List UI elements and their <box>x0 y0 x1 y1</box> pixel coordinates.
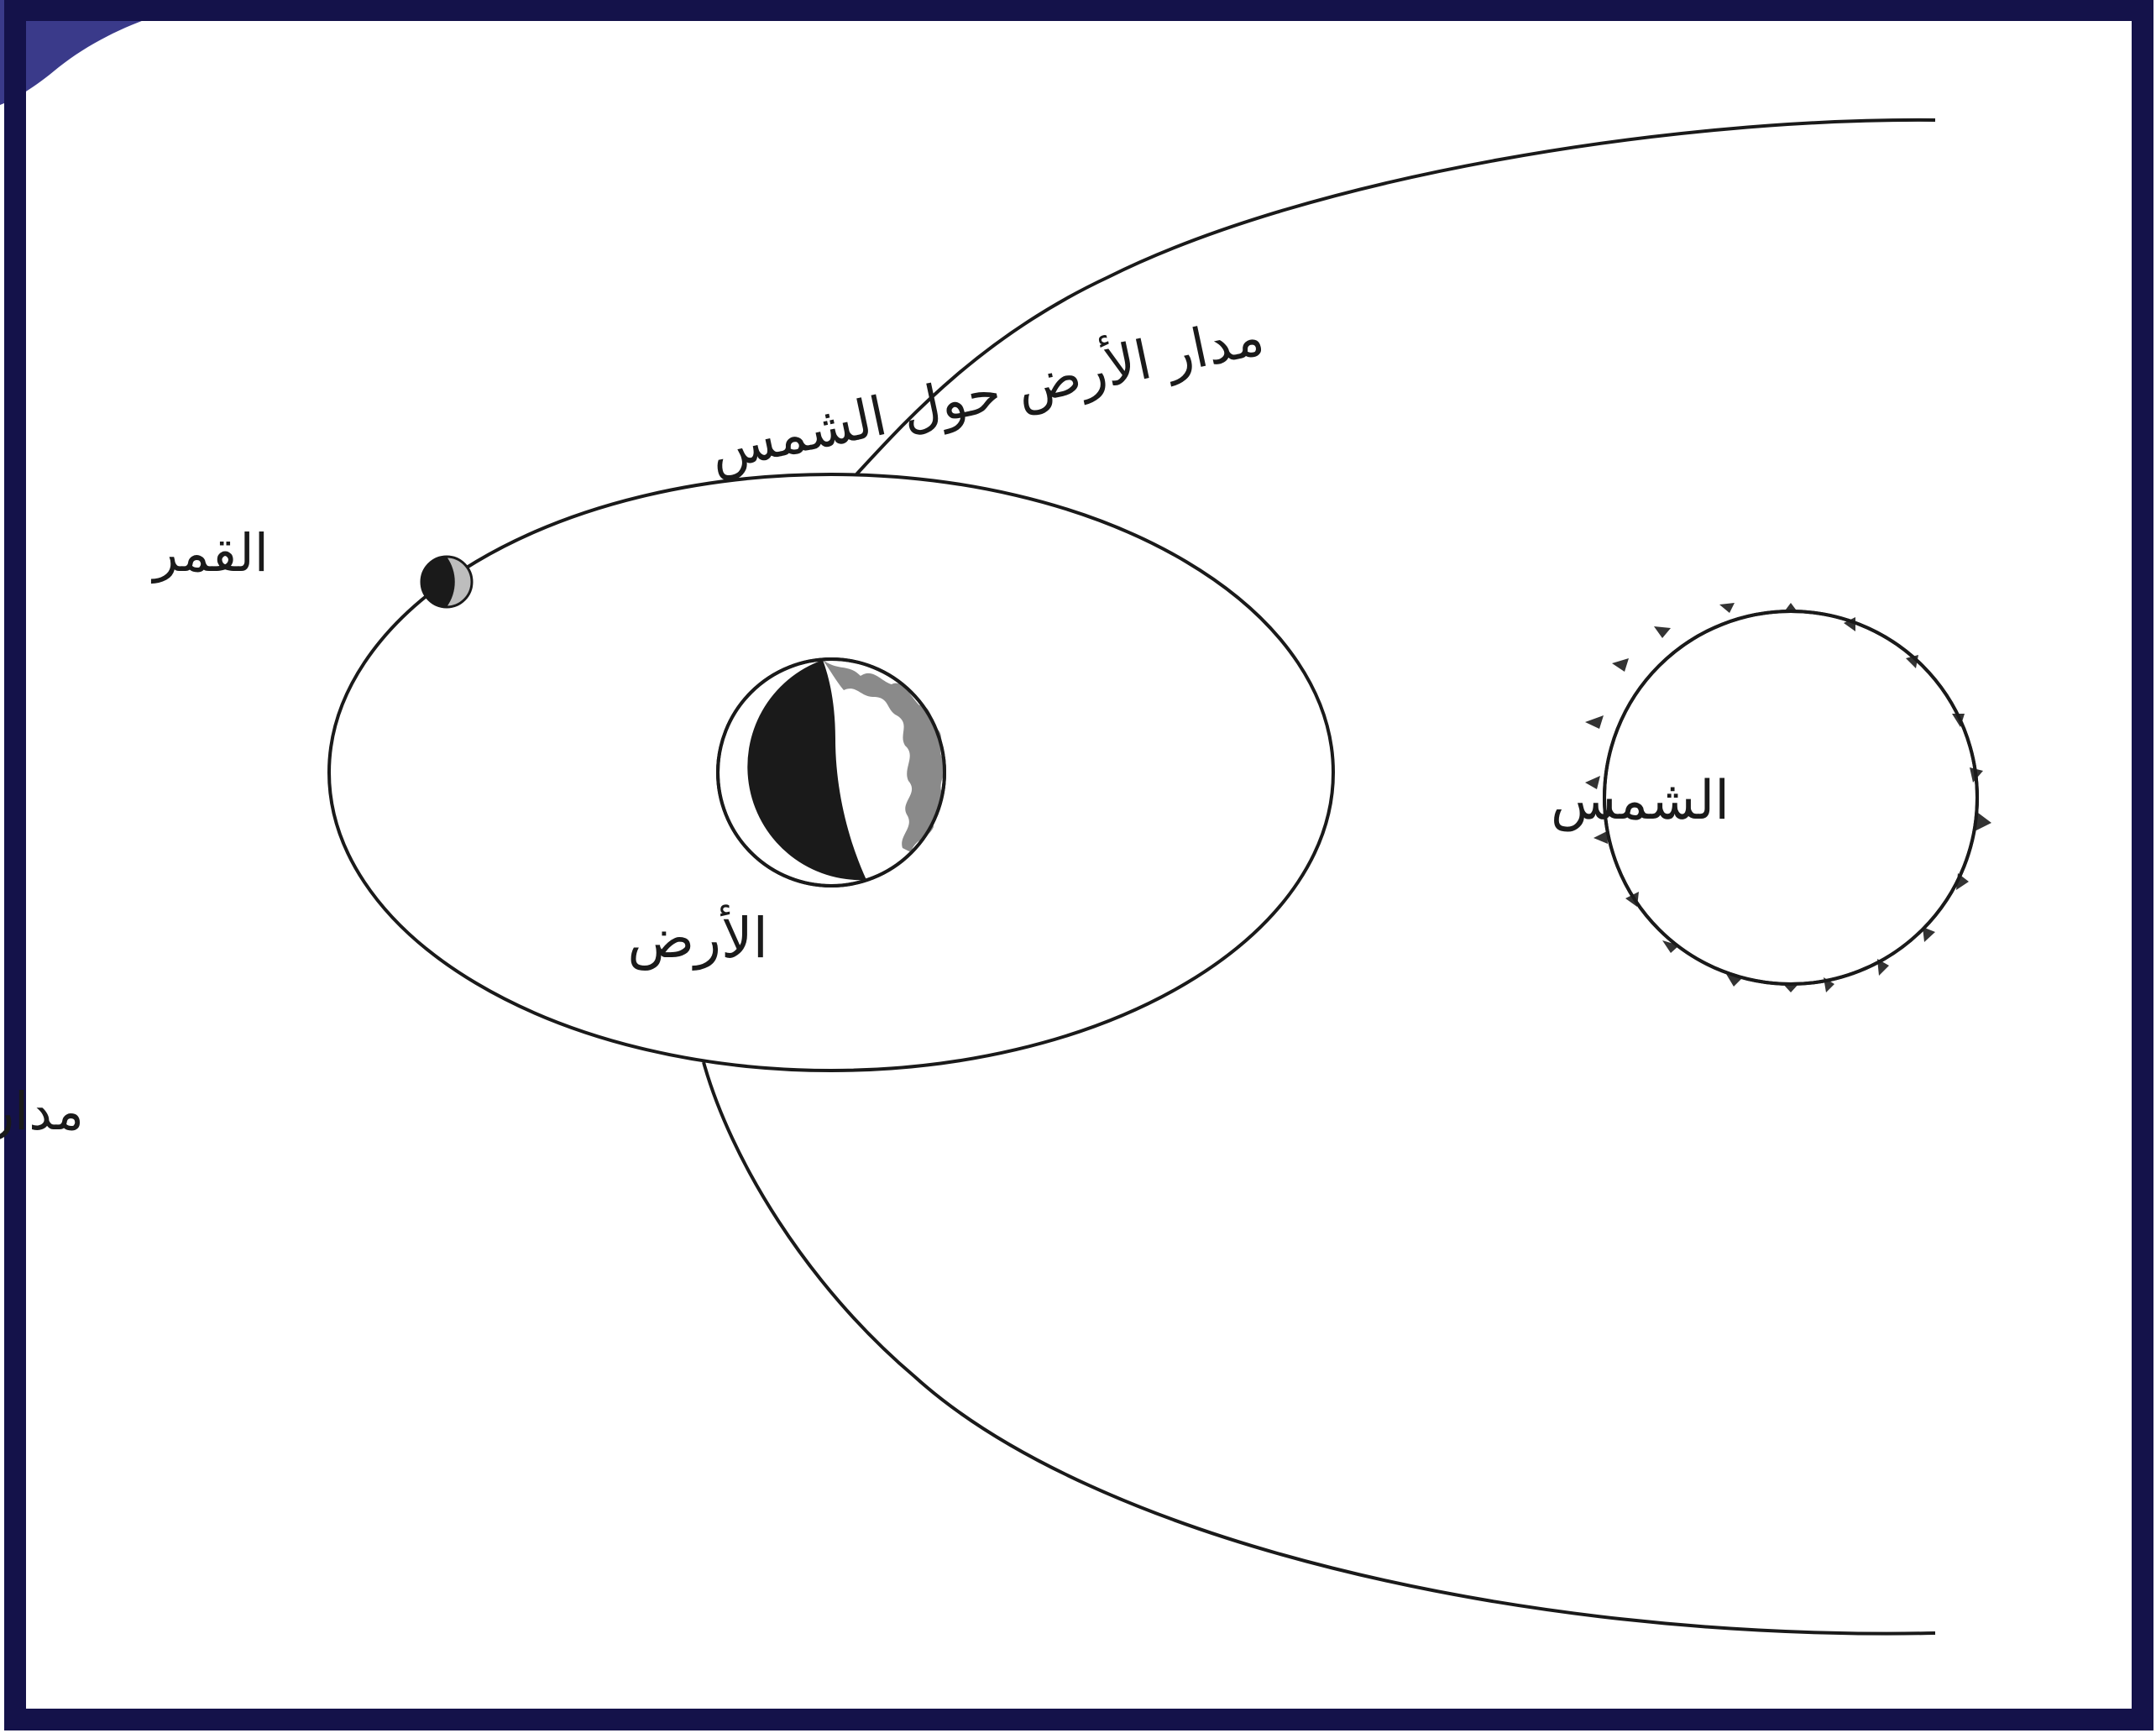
earth-icon <box>718 659 945 886</box>
moon-icon <box>421 557 472 607</box>
earth-label: الأرض <box>627 903 768 971</box>
moon-orbit-label: مدار القمر حول الأرض <box>0 1079 84 1142</box>
moon-label: القمر <box>150 522 269 584</box>
sun-label: الشمس <box>1551 770 1730 832</box>
